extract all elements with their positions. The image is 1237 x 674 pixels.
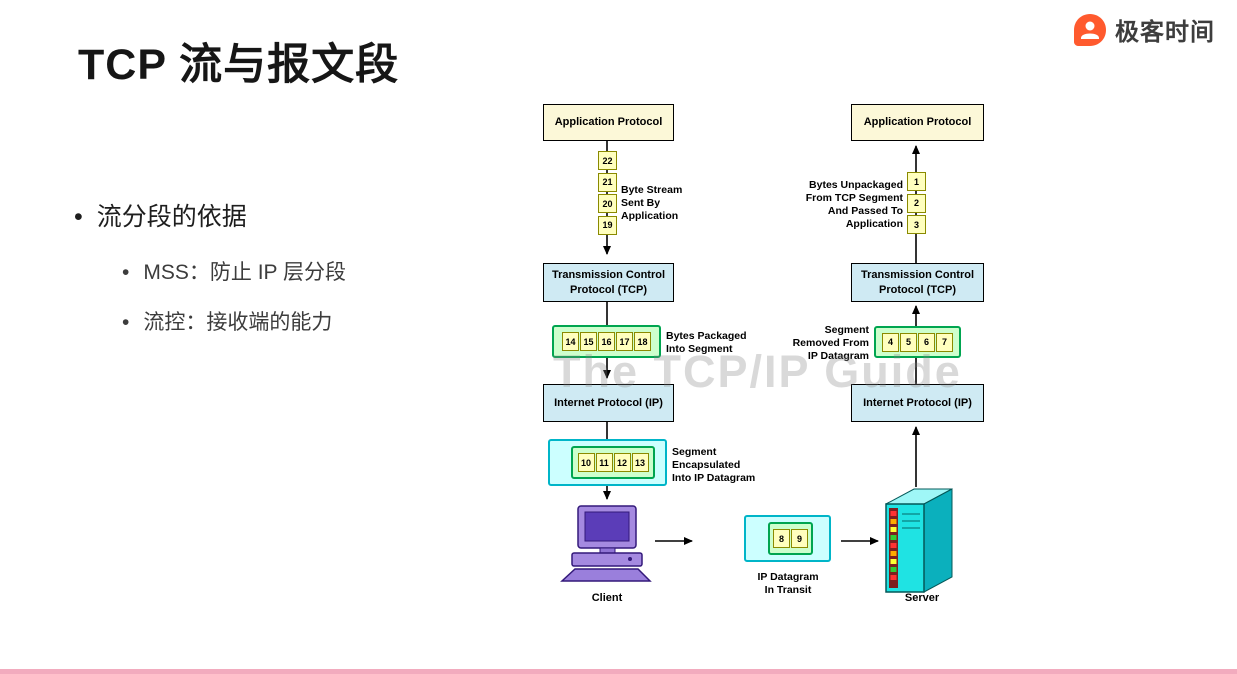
segment-byte-box: 18 bbox=[634, 332, 651, 351]
bullet-dot: • bbox=[122, 311, 130, 334]
segment-byte-box: 4 bbox=[882, 332, 899, 352]
segment-byte-box: 14 bbox=[562, 332, 579, 351]
segment-byte-box: 5 bbox=[900, 332, 917, 352]
transit-segment: 8 9 bbox=[768, 522, 813, 555]
client-computer-icon bbox=[560, 505, 652, 582]
segment-byte-box: 13 bbox=[631, 453, 649, 472]
client-datagram-segment: 10 11 12 13 bbox=[571, 446, 655, 479]
bullet-flow-control: • 流控：接收端的能力 bbox=[122, 306, 332, 336]
bullet-dot: • bbox=[122, 261, 130, 284]
page-title: TCP 流与报文段 bbox=[78, 41, 400, 89]
brand-name: 极客时间 bbox=[1115, 19, 1215, 46]
bullet-text: MSS：防止 IP 层分段 bbox=[143, 261, 346, 284]
segment-byte-box: 16 bbox=[598, 332, 615, 351]
segment-byte-box: 7 bbox=[936, 332, 953, 352]
server-application-protocol-box: Application Protocol bbox=[851, 104, 984, 141]
byte-box: 22 bbox=[598, 151, 617, 170]
segment-byte-box: 9 bbox=[791, 529, 808, 548]
server-tcp-box: Transmission Control Protocol (TCP) bbox=[851, 263, 984, 302]
bullet-text: 流控：接收端的能力 bbox=[143, 311, 333, 334]
segment-byte-box: 15 bbox=[580, 332, 597, 351]
server-icon bbox=[885, 488, 953, 593]
segment-byte-box: 17 bbox=[616, 332, 633, 351]
client-segment-label: Bytes Packaged Into Segment bbox=[666, 330, 747, 356]
bullet-mss: • MSS：防止 IP 层分段 bbox=[122, 256, 346, 286]
server-segment-box: 4 5 6 7 bbox=[874, 326, 961, 358]
geektime-logo-icon bbox=[1074, 13, 1106, 46]
segment-byte-box: 8 bbox=[773, 529, 790, 548]
server-segment-label: Segment Removed From IP Datagram bbox=[792, 324, 869, 363]
byte-box: 20 bbox=[598, 194, 617, 213]
bullet-text: 流分段的依据 bbox=[96, 203, 247, 231]
client-ip-box: Internet Protocol (IP) bbox=[543, 384, 674, 422]
client-tcp-box: Transmission Control Protocol (TCP) bbox=[543, 263, 674, 302]
server-ip-box: Internet Protocol (IP) bbox=[851, 384, 984, 422]
client-segment-box: 14 15 16 17 18 bbox=[552, 325, 661, 358]
segment-byte-box: 6 bbox=[918, 332, 935, 352]
transit-label: IP Datagram In Transit bbox=[757, 571, 819, 597]
client-datagram-label: Segment Encapsulated Into IP Datagram bbox=[672, 446, 756, 485]
byte-box: 3 bbox=[907, 215, 926, 234]
server-byte-stream-stack: 1 2 3 bbox=[907, 172, 926, 234]
brand: 极客时间 bbox=[1073, 12, 1215, 47]
segment-byte-box: 10 bbox=[577, 453, 595, 472]
bottom-accent-bar bbox=[0, 669, 1237, 674]
server-byte-stream-label: Bytes Unpackaged From TCP Segment And Pa… bbox=[805, 179, 903, 231]
bullet-dot: • bbox=[74, 203, 83, 231]
transit-ip-datagram-box: 8 9 bbox=[744, 515, 831, 562]
client-byte-stream-label: Byte Stream Sent By Application bbox=[621, 184, 683, 223]
byte-box: 1 bbox=[907, 172, 926, 191]
byte-box: 2 bbox=[907, 193, 926, 213]
client-byte-stream-stack: 22 21 20 19 bbox=[598, 151, 617, 235]
segment-byte-box: 11 bbox=[595, 453, 613, 472]
client-ip-datagram-box: 10 11 12 13 bbox=[548, 439, 667, 486]
bullet-stream-segmentation: • 流分段的依据 bbox=[74, 197, 247, 233]
byte-box: 19 bbox=[598, 215, 617, 235]
client-device-label: Client bbox=[591, 592, 623, 604]
byte-box: 21 bbox=[598, 172, 617, 192]
segment-byte-box: 12 bbox=[613, 453, 631, 472]
client-application-protocol-box: Application Protocol bbox=[543, 104, 674, 141]
server-device-label: Server bbox=[904, 592, 940, 604]
